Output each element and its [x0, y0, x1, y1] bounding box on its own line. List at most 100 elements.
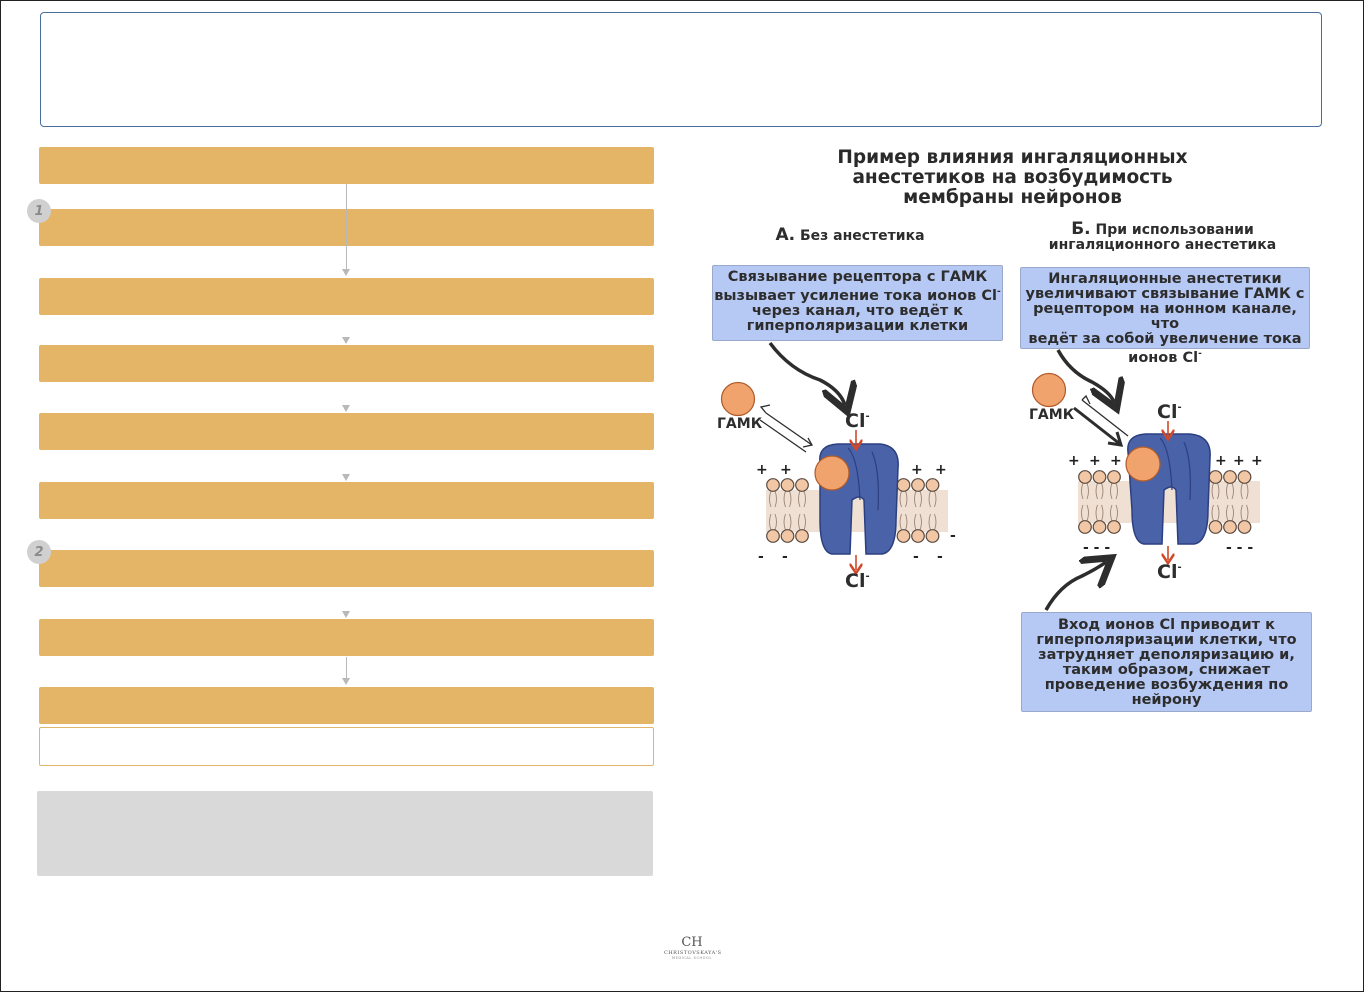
charge-plus: +	[1233, 453, 1245, 469]
lipid-tail	[928, 513, 931, 531]
logo-line1: CHRISTOVSKAYA'S	[664, 950, 722, 956]
panel-b-gaba-bound	[1125, 446, 1161, 482]
lipid-tail	[1246, 504, 1249, 522]
lipid-tail	[1086, 504, 1089, 522]
lipid-head	[1092, 470, 1107, 484]
charge-plus: +	[1215, 453, 1227, 469]
lipid-head	[1092, 520, 1107, 534]
lipid-tail	[1095, 482, 1098, 500]
flow-step-8	[39, 619, 654, 656]
lipid-tail	[769, 490, 772, 508]
flow-step-5	[39, 413, 654, 450]
lipid-tail	[1211, 482, 1214, 500]
lipid-tail	[914, 490, 917, 508]
charge-minus: - - -	[1083, 540, 1111, 556]
lipid-head	[911, 529, 925, 543]
logo-line2: MEDICAL SCHOOL	[671, 956, 713, 960]
lipid-tail	[899, 513, 902, 531]
lipid-tail	[1231, 482, 1234, 500]
charge-minus: -	[782, 549, 788, 565]
caption-line: увеличивают связывание ГАМК с	[1025, 286, 1305, 302]
lipid-tail	[774, 490, 777, 508]
step-badge-2: 2	[27, 540, 51, 564]
lipid-tail	[789, 490, 792, 508]
lipid-tail	[1081, 504, 1084, 522]
charge-plus: +	[756, 462, 768, 478]
flow-step-7	[39, 550, 654, 587]
lipid-head	[1208, 470, 1223, 484]
lipid-tail	[1240, 482, 1243, 500]
caption-line: проведение возбуждения по	[1044, 677, 1289, 693]
lipid-tail	[1240, 504, 1243, 522]
panel-a-gaba-free	[720, 381, 756, 417]
connector-line	[346, 657, 347, 678]
lipid-head	[1107, 520, 1121, 534]
lipid-tail	[928, 490, 931, 508]
lipid-tail	[1101, 504, 1104, 522]
lipid-tail	[1217, 482, 1220, 500]
lipid-head	[1078, 520, 1092, 534]
lipid-head	[766, 529, 780, 543]
figure-title-line: анестетиков на возбудимость	[852, 167, 1173, 188]
connector-arrowhead	[342, 405, 350, 412]
connector-arrowhead	[342, 269, 350, 276]
lipid-head	[780, 478, 795, 492]
flow-step-9	[39, 687, 654, 724]
caption-line: ионов Cl-	[1128, 349, 1202, 366]
lipid-head	[780, 529, 795, 543]
panel-a-caption: Связывание рецептора с ГАМК вызывает уси…	[712, 265, 1003, 341]
lipid-head	[1223, 520, 1237, 534]
charge-minus: -	[937, 549, 943, 565]
lipid-tail	[798, 490, 801, 508]
panel-a-letter: А.	[775, 225, 796, 245]
caption-line: таким образом, снижает	[1062, 662, 1271, 678]
lipid-tail	[1115, 504, 1118, 522]
charge-minus: - - -	[1226, 540, 1254, 556]
lipid-tail	[783, 490, 786, 508]
caption-line: гиперполяризации клетки, что	[1036, 632, 1297, 648]
panel-b-title-line: При использовании	[1095, 222, 1254, 238]
lipid-tail	[1246, 482, 1249, 500]
lipid-tail	[1086, 482, 1089, 500]
caption-line: Ингаляционные анестетики	[1048, 271, 1282, 287]
panel-a-title: А. Без анестетика	[760, 225, 940, 245]
lipid-head	[795, 529, 809, 543]
panel-b-ion-bottom: Cl-	[1157, 561, 1182, 583]
panel-a-binding-arrows	[759, 404, 814, 453]
lipid-tail	[769, 513, 772, 531]
charge-minus: -	[913, 549, 919, 565]
lipid-head	[1107, 470, 1121, 484]
step-badge-1: 1	[27, 199, 51, 223]
lipid-tail	[919, 513, 922, 531]
panel-b-letter: Б.	[1071, 219, 1091, 239]
panel-b-gaba-free	[1031, 372, 1067, 408]
caption-line: Связывание рецептора с ГАМК	[727, 269, 988, 285]
charge-plus: +	[780, 462, 792, 478]
charge-plus: +	[935, 462, 947, 478]
connector-arrowhead	[342, 474, 350, 481]
lipid-tail	[899, 490, 902, 508]
lipid-tail	[798, 513, 801, 531]
figure-title: Пример влияния ингаляционных анестетиков…	[760, 148, 1265, 208]
lipid-tail	[1095, 504, 1098, 522]
charge-minus: -	[758, 549, 764, 565]
flow-step-3	[39, 278, 654, 315]
connector-arrowhead	[342, 611, 350, 618]
charge-minus: -	[950, 528, 956, 544]
lipid-head	[925, 529, 940, 543]
lipid-tail	[914, 513, 917, 531]
lipid-head	[896, 529, 911, 543]
caption-line: гиперполяризации клетки	[746, 317, 969, 334]
charge-plus: +	[1089, 453, 1101, 469]
caption-line: рецептором на ионном канале, что	[1033, 301, 1297, 332]
flow-step-4	[39, 345, 654, 382]
panel-a-title-text: Без анестетика	[799, 228, 925, 244]
panel-b-result-caption: Вход ионов Cl приводит к гиперполяризаци…	[1021, 612, 1312, 712]
caption-line: ведёт за собой увеличение тока	[1028, 331, 1302, 347]
lipid-tail	[934, 513, 937, 531]
lipid-tail	[919, 490, 922, 508]
lipid-tail	[1226, 504, 1229, 522]
lipid-head	[1208, 520, 1223, 534]
figure-title-line: Пример влияния ингаляционных	[837, 147, 1188, 168]
lipid-head	[795, 478, 809, 492]
